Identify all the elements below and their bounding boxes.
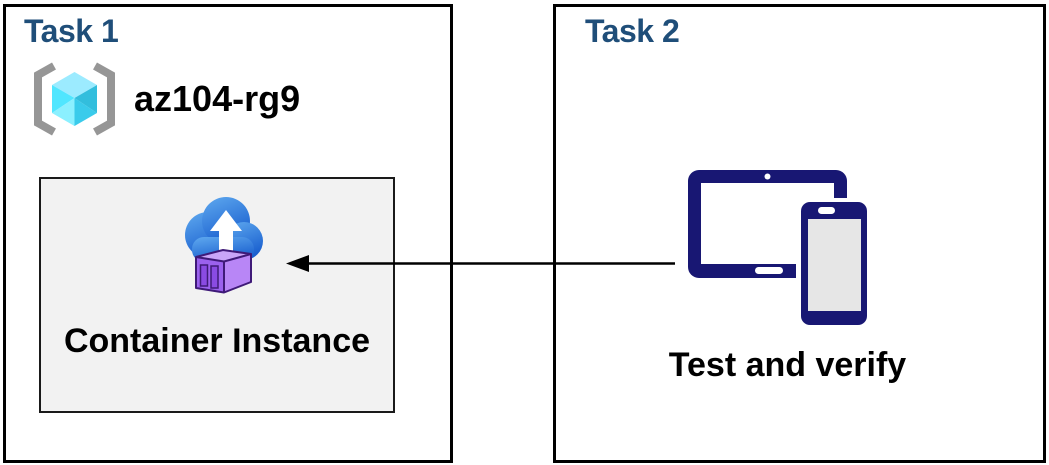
- resource-group-name: az104-rg9: [134, 78, 301, 119]
- task2-title: Task 2: [585, 13, 680, 49]
- resource-group: az104-rg9: [27, 60, 300, 138]
- tablet-and-phone-icon: [688, 170, 871, 328]
- task1-title: Task 1: [24, 13, 119, 49]
- container-instance-box: Container Instance: [39, 177, 395, 413]
- task2-box: Task 2 Test and verify: [553, 4, 1046, 463]
- resource-group-icon: [34, 62, 115, 136]
- container-shape: [195, 249, 252, 294]
- devices-label: Test and verify: [668, 346, 907, 384]
- phone-shape: [796, 198, 871, 328]
- task1-box: Task 1 az104-rg9: [3, 4, 453, 463]
- upload-arrow: [210, 210, 242, 259]
- container-instance-label: Container Instance: [63, 322, 371, 360]
- container-instances-icon: [185, 197, 263, 294]
